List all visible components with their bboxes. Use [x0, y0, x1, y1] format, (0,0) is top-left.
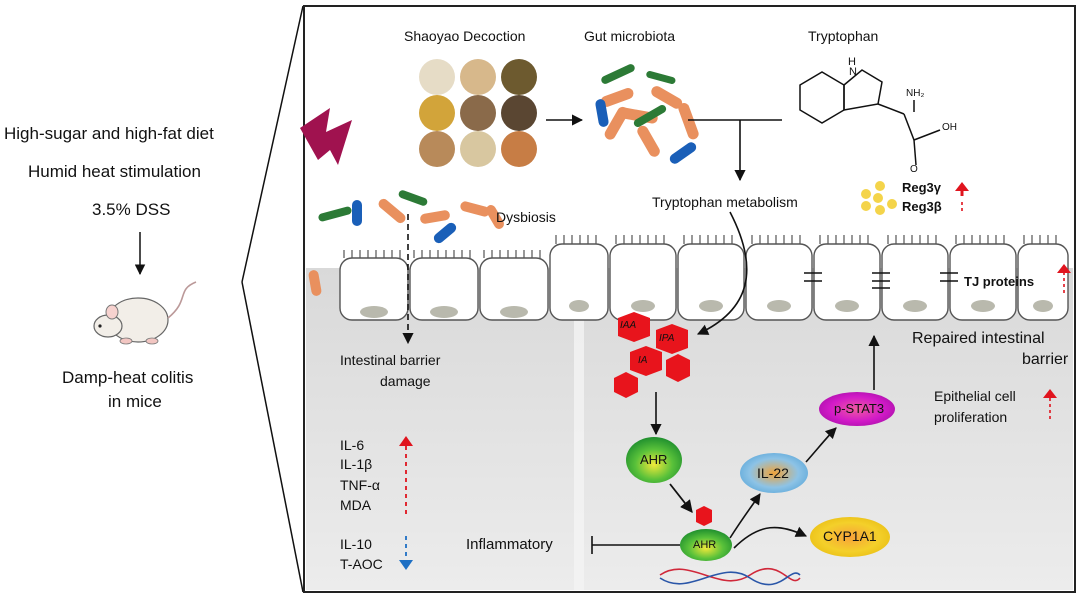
inflammatory-inhibition: [591, 536, 680, 554]
model-label-line2: in mice: [108, 392, 162, 411]
microbiota-label: Gut microbiota: [584, 28, 676, 44]
pstat3-label: p-STAT3: [834, 401, 885, 416]
funnel-lines: [241, 5, 304, 593]
dysbiosis-bacteria: [308, 190, 504, 296]
microbiota-cluster: [595, 64, 699, 164]
marker-taoc: T-AOC: [340, 556, 383, 572]
tryptophan-label: Tryptophan: [808, 28, 879, 44]
metabolite-ipa: IPA: [659, 333, 675, 344]
tryptophan-structure: [799, 69, 941, 166]
light-divider: [574, 268, 584, 590]
microbiota-tryptophan-connector: [688, 119, 782, 182]
ahr-node: [626, 437, 682, 483]
tj-proteins-label: TJ proteins: [964, 274, 1035, 289]
cell-nuclei: [360, 300, 1053, 318]
inducer-humid-heat: Humid heat stimulation: [28, 162, 201, 181]
marker-mda: MDA: [340, 497, 372, 513]
tryptophan-o-label: O: [910, 164, 918, 175]
proliferation-line2: proliferation: [934, 409, 1008, 425]
repaired-barrier-line2: barrier: [1022, 351, 1069, 368]
indicator-arrows: [399, 182, 1071, 570]
microvilli: [343, 235, 1057, 258]
cyp1a1-label: CYP1A1: [823, 528, 877, 544]
marker-il1b: IL-1β: [340, 456, 373, 472]
barrier-damage-line1: Intestinal barrier: [340, 352, 441, 368]
tryptophan-nh-n-label: N: [849, 66, 857, 78]
inducer-dss: 3.5% DSS: [92, 200, 171, 219]
tryptophan-nh-label: H: [848, 56, 856, 68]
metabolite-ia: IA: [638, 355, 648, 366]
decoction-label: Shaoyao Decoction: [404, 28, 526, 44]
reg3b-label: Reg3β: [902, 199, 942, 214]
cyp1a1-node: [810, 517, 890, 557]
lightning-icon: [300, 108, 352, 165]
metabolite-hexagons: [614, 312, 712, 526]
repaired-barrier-line1: Repaired intestinal: [912, 330, 1045, 347]
herbs-grid: [419, 59, 537, 167]
mouse-icon: [93, 281, 197, 345]
ahr-label: AHR: [640, 452, 668, 467]
ahr-dna-label: AHR: [693, 539, 717, 551]
marker-il10: IL-10: [340, 536, 372, 552]
tryptophan-nh2-label: NH₂: [906, 88, 925, 99]
inflammatory-label: Inflammatory: [466, 536, 553, 553]
metabolite-iaa: IAA: [620, 320, 637, 331]
barrier-damage-line2: damage: [380, 373, 431, 389]
tryptophan-oh-label: OH: [942, 122, 957, 133]
reg-dots: [861, 181, 897, 215]
marker-tnfa: TNF-α: [340, 477, 380, 493]
dna-helix-icon: [659, 567, 801, 586]
tight-junctions: [804, 272, 958, 289]
model-label-line1: Damp-heat colitis: [62, 368, 194, 387]
ahr-to-dna-arrow: [669, 483, 693, 513]
marker-il6: IL-6: [340, 437, 365, 453]
inducer-diet: High-sugar and high-fat diet: [4, 124, 214, 143]
il22-label: IL-22: [757, 465, 789, 481]
metabolism-label: Tryptophan metabolism: [652, 194, 798, 210]
ahr-dna-node: [680, 529, 732, 561]
epithelium: [339, 243, 1069, 321]
pstat3-node: [819, 392, 895, 426]
signaling-arrows: [729, 334, 880, 549]
reg3g-label: Reg3γ: [902, 180, 942, 195]
metabolism-arrow: [696, 211, 748, 335]
dysbiosis-label: Dysbiosis: [496, 209, 556, 225]
proliferation-line1: Epithelial cell: [934, 388, 1016, 404]
il22-node: [740, 453, 808, 493]
